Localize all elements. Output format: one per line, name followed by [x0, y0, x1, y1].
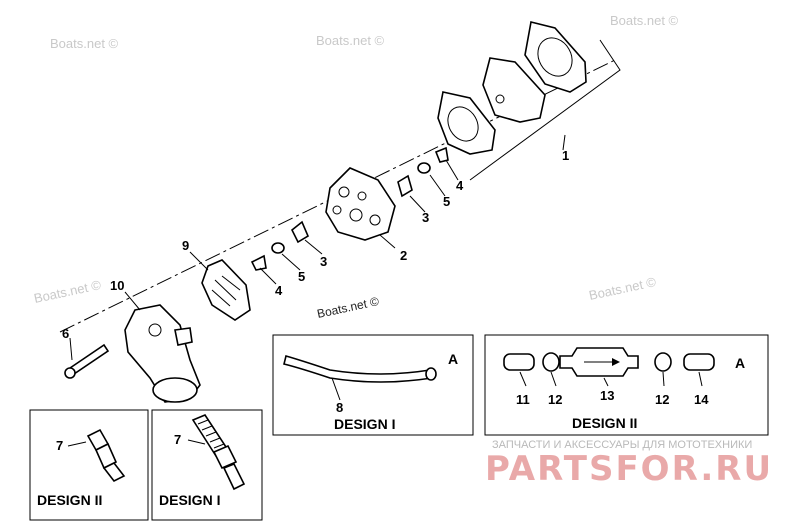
screw-4-lower [250, 254, 267, 271]
design-ii-filter-caption: DESIGN II [572, 415, 637, 431]
pump-body-2 [325, 167, 396, 241]
fitting-7-design-ii [86, 428, 126, 483]
gasket-1b [482, 57, 546, 123]
callout-4: 4 [456, 178, 464, 193]
gasket-1c [437, 91, 496, 155]
fuel-filter-13 [559, 347, 639, 377]
washer-5-lower [271, 242, 285, 254]
filter-housing-10 [124, 304, 201, 403]
washer-5-upper [417, 162, 431, 174]
callout-13: 13 [600, 388, 614, 403]
callout-14: 14 [694, 392, 709, 407]
fitting-7-design-i [191, 414, 246, 491]
gasket-1a [524, 21, 587, 93]
callout-5: 5 [443, 194, 450, 209]
design-i-hose-caption: DESIGN I [334, 416, 395, 432]
callout-7: 7 [174, 432, 181, 447]
screw-6 [68, 343, 110, 376]
design-ii-filter-panel [484, 334, 769, 436]
hose-piece-14 [683, 353, 715, 371]
hose-piece-11 [503, 353, 535, 371]
watermark: Boats.net © [316, 294, 381, 321]
brand-subtitle: ЗАПЧАСТИ И АКСЕССУАРЫ ДЛЯ МОТОТЕХНИКИ [492, 439, 752, 451]
watermark: Boats.net © [33, 277, 103, 306]
callout-1: 1 [562, 148, 569, 163]
arrow-ref: A [735, 355, 745, 371]
bracket-1 [469, 39, 621, 181]
hose-8 [283, 355, 433, 383]
watermark: Boats.net © [588, 274, 658, 303]
callout-3: 3 [422, 210, 429, 225]
callout-9: 9 [182, 238, 189, 253]
reed-3-lower [290, 220, 310, 244]
watermark: Boats.net © [50, 36, 119, 51]
watermark: Boats.net © [610, 13, 679, 28]
callout-12: 12 [655, 392, 669, 407]
screw-4-upper [434, 146, 449, 163]
callout-11: 11 [516, 392, 530, 407]
screw-6-head [64, 367, 76, 379]
brand-logo: PARTSFOR.RU [485, 449, 773, 489]
callout-12: 12 [548, 392, 562, 407]
reed-3-upper [397, 174, 413, 198]
callout-8: 8 [336, 400, 343, 415]
callout-6: 6 [62, 326, 69, 341]
design-i-fitting-panel [151, 409, 263, 521]
callout-5: 5 [298, 269, 305, 284]
gasket-9 [201, 259, 251, 321]
design-ii-fitting-caption: DESIGN II [37, 492, 102, 508]
callout-10: 10 [110, 278, 124, 293]
callout-7: 7 [56, 438, 63, 453]
watermark: Boats.net © [316, 33, 385, 48]
design-i-hose-panel [272, 334, 474, 436]
callout-4: 4 [275, 283, 283, 298]
callout-2: 2 [400, 248, 407, 263]
clamp-12-left [542, 352, 560, 372]
arrow-ref: A [448, 351, 458, 367]
clamp-12-right [654, 352, 672, 372]
design-ii-fitting-panel [29, 409, 149, 521]
callout-3: 3 [320, 254, 327, 269]
design-i-fitting-caption: DESIGN I [159, 492, 220, 508]
